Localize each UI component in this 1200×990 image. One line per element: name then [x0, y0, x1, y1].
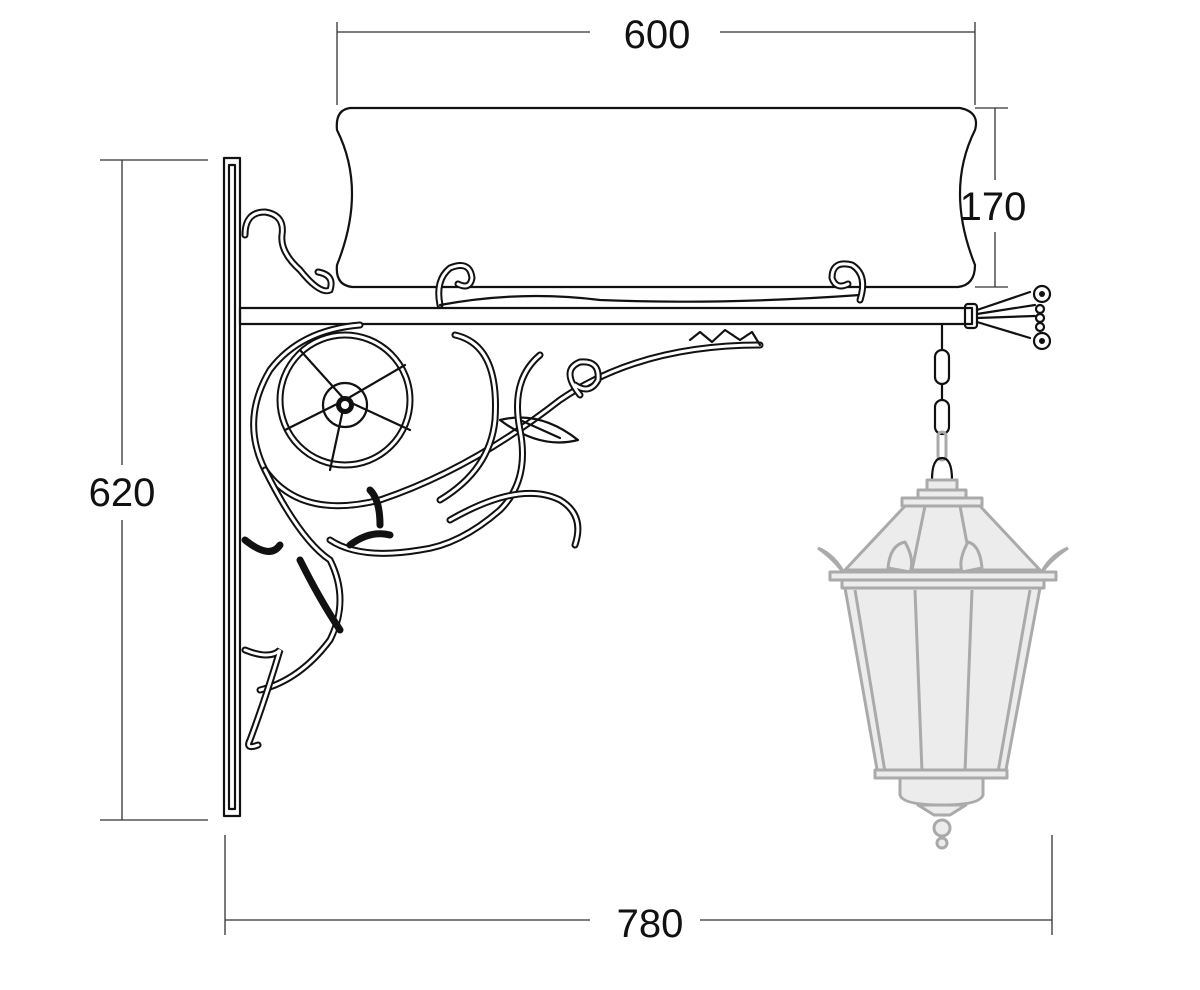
dimension-sign-height: 170	[960, 107, 1027, 288]
sign-board	[335, 106, 978, 289]
dimension-overall-height: 620	[89, 159, 208, 821]
dimension-label-620: 620	[89, 471, 156, 515]
dimension-label-780: 780	[617, 902, 684, 946]
dimension-sign-width: 600	[336, 13, 976, 105]
hanging-chain	[930, 323, 954, 482]
sign-scroll-hangers	[241, 208, 867, 309]
bracket-arm	[238, 284, 1052, 351]
wall-plate	[222, 156, 242, 818]
dimension-label-600: 600	[624, 13, 691, 57]
lantern	[817, 478, 1069, 850]
ornamental-scrollwork	[241, 321, 764, 751]
dimension-label-170: 170	[960, 185, 1027, 229]
dimension-overall-projection: 780	[224, 835, 1053, 946]
